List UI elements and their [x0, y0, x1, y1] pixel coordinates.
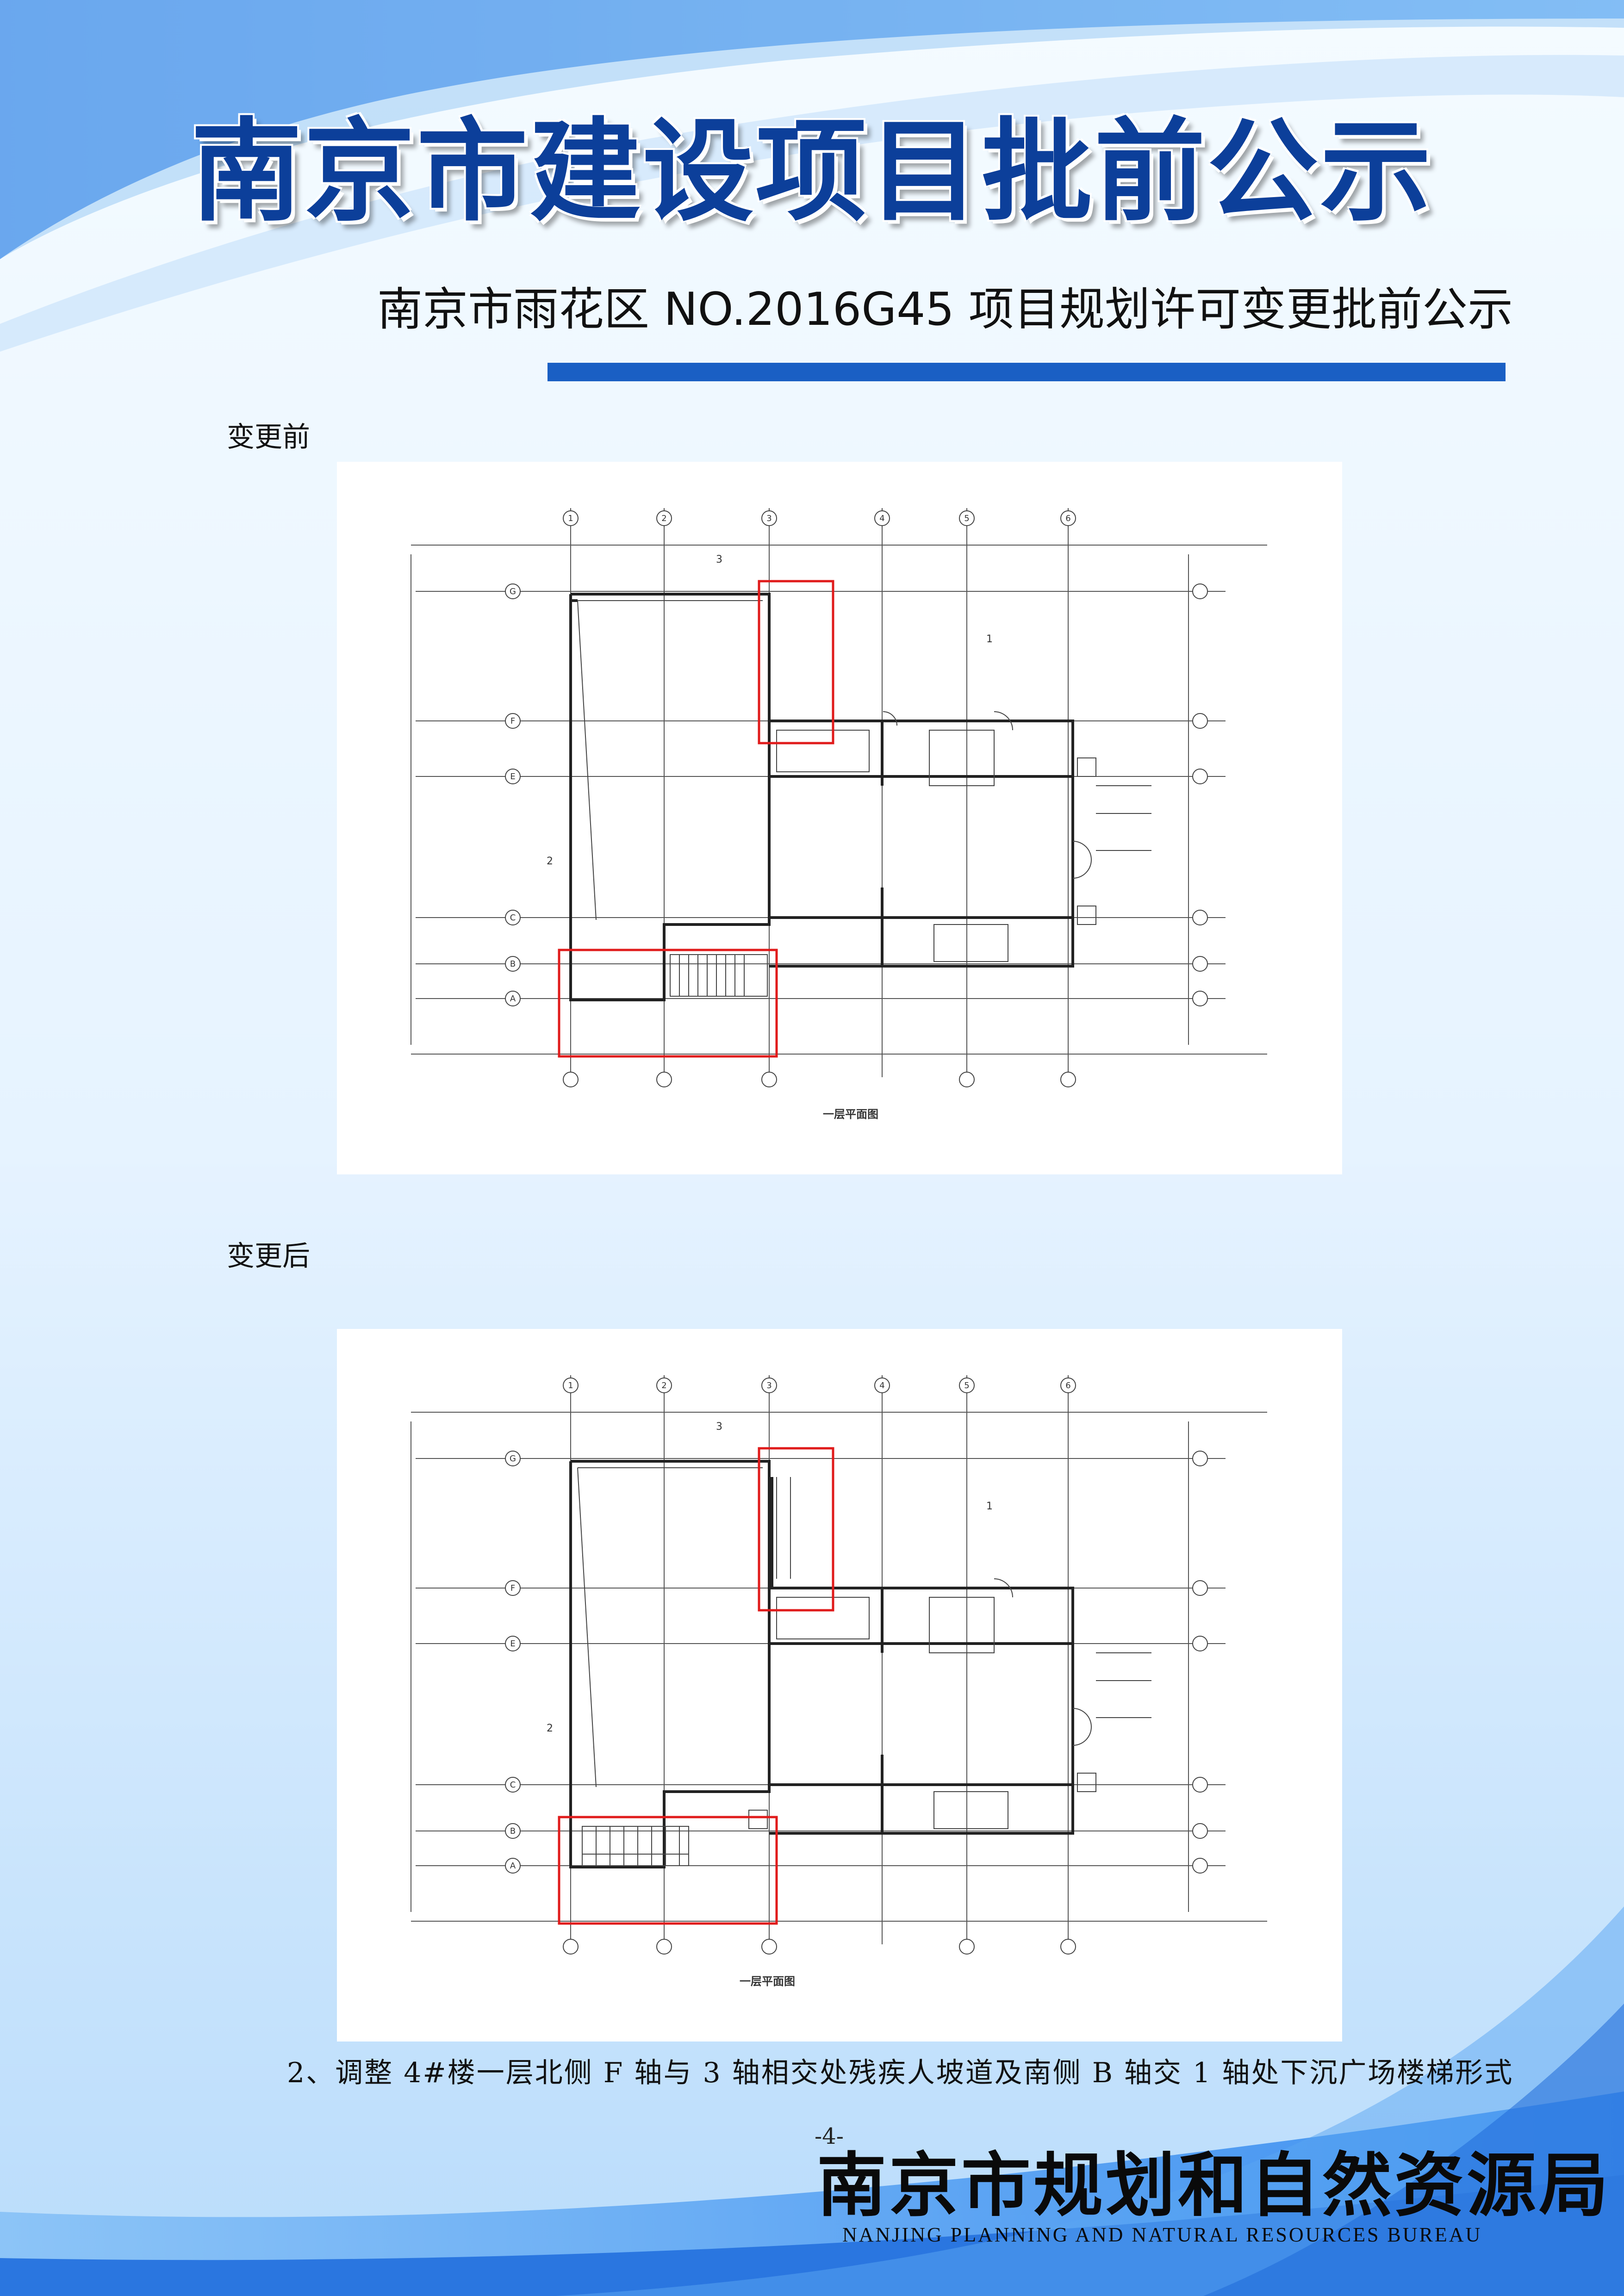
section-label-after: 变更后: [227, 1240, 310, 1272]
floorplan-panel-before: 1 2 3 4 5 6 G F E C B A 1 2 3 一层平面图: [337, 462, 1342, 1174]
axis-label: 3: [766, 514, 772, 523]
change-highlight: [558, 1447, 834, 1925]
drawing-title: 一层平面图: [740, 1975, 795, 1988]
axis-label: G: [510, 1454, 516, 1464]
axis-label: 6: [1065, 514, 1070, 523]
axis-label: B: [510, 959, 516, 969]
axis-label: 4: [879, 514, 884, 523]
axis-label: E: [510, 1639, 515, 1649]
section-label-before: 变更前: [227, 421, 310, 453]
floorplan-panel-after: 1 2 3 4 5 6 G F E C B A 1 2 3 一层平面图: [337, 1329, 1342, 2042]
change-description: 2、调整 4#楼一层北侧 F 轴与 3 轴相交处残疾人坡道及南侧 B 轴交 1 …: [287, 2057, 1514, 2089]
axis-label: 1: [568, 1381, 573, 1390]
page-title: 南京市建设项目批前公示: [191, 106, 1433, 236]
change-highlight: [558, 580, 834, 1058]
axis-label: 5: [964, 1381, 969, 1390]
axis-label: F: [510, 1583, 515, 1593]
bureau-name-en: NANJING PLANNING AND NATURAL RESOURCES B…: [842, 2223, 1482, 2246]
axis-label: 2: [661, 514, 666, 523]
axis-label: C: [510, 1780, 516, 1790]
axis-label: 4: [879, 1381, 884, 1390]
room-label: 2: [547, 856, 553, 867]
axis-label: B: [510, 1826, 516, 1836]
axis-label: 3: [766, 1381, 772, 1390]
axis-label: C: [510, 913, 516, 923]
room-label: 3: [716, 1421, 722, 1433]
subtitle-bar: [548, 363, 1506, 381]
floorplan-drawing-before: 1 2 3 4 5 6 G F E C B A 1 2 3 一层平面图: [411, 508, 1267, 1121]
axis-label: F: [510, 716, 515, 726]
drawing-title: 一层平面图: [823, 1108, 878, 1121]
room-label: 2: [547, 1723, 553, 1734]
floorplan-drawing-after: 1 2 3 4 5 6 G F E C B A 1 2 3 一层平面图: [411, 1375, 1267, 1988]
room-label: 1: [986, 633, 993, 645]
room-label: 3: [716, 554, 722, 565]
axis-label: 1: [568, 514, 573, 523]
axis-label: A: [510, 1861, 516, 1871]
page-number: -4-: [815, 2123, 844, 2149]
room-label: 1: [986, 1501, 993, 1512]
axis-label: E: [510, 772, 515, 782]
axis-label: 5: [964, 514, 969, 523]
axis-label: G: [510, 587, 516, 596]
axis-label: 2: [661, 1381, 666, 1390]
bureau-name-cn: 南京市规划和自然资源局: [817, 2145, 1612, 2226]
axis-label: A: [510, 994, 516, 1004]
page-subtitle: 南京市雨花区 NO.2016G45 项目规划许可变更批前公示: [377, 283, 1513, 336]
axis-label: 6: [1065, 1381, 1070, 1390]
